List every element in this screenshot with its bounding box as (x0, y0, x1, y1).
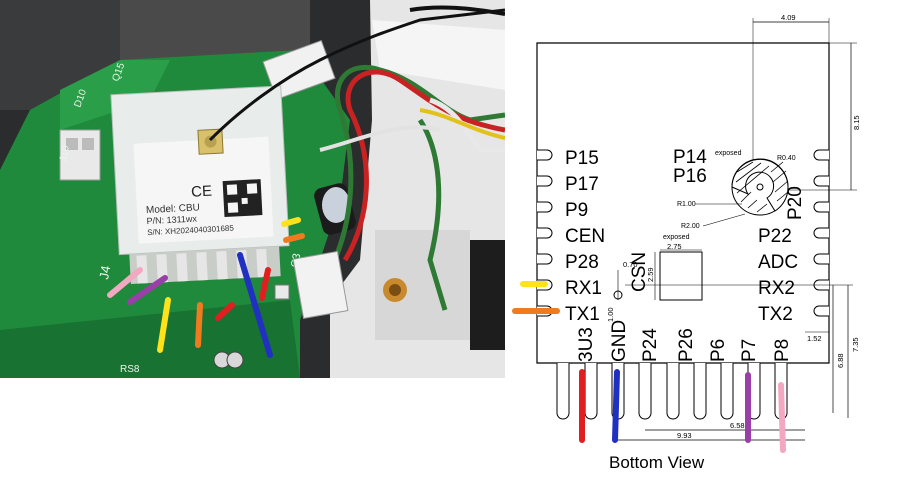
pin-bottom-5: P7 (739, 339, 760, 362)
pin-bottom-6: P8 (772, 339, 793, 362)
silk-j4: J4 (96, 264, 113, 280)
pin-right-2: P20 (785, 186, 806, 220)
dim-0-70: 0.70 (623, 260, 638, 269)
dim-9-93: 9.93 (677, 431, 692, 440)
pinout-drawing: P15 P17 P9 CEN P28 RX1 TX1 P14 P16 P20 P… (512, 13, 861, 472)
pin-bottom-3: P26 (676, 328, 697, 362)
pin-left-2: P9 (565, 200, 588, 221)
dim-r100: R1.00 (677, 201, 696, 208)
dim-6-58: 6.58 (730, 421, 745, 430)
pin-left-0: P15 (565, 148, 599, 169)
dim-8-15: 8.15 (852, 115, 861, 130)
dim-r200: R2.00 (681, 223, 700, 230)
antenna-keepout (731, 158, 789, 216)
pin-right-6: TX2 (758, 304, 793, 325)
board-photo: CE Model: CBU P/N: 1311wx S/N: XH2024040… (0, 0, 505, 378)
dim-4-09: 4.09 (781, 13, 796, 22)
pin-left-5: RX1 (565, 278, 602, 299)
bottom-view-caption: Bottom View (609, 453, 705, 472)
pin-left-1: P17 (565, 174, 599, 195)
mark-yellow (157, 297, 171, 353)
dim-1-00: 1.00 (606, 307, 615, 322)
board-photo-drawing: CE Model: CBU P/N: 1311wx S/N: XH2024040… (0, 0, 505, 378)
silk-bottom: RS8 (120, 364, 140, 375)
dim-6-88: 6.88 (836, 353, 845, 368)
pin-left-3: CEN (565, 226, 605, 247)
pin-left-4: P28 (565, 252, 599, 273)
mark-purple (127, 275, 168, 305)
exposed-pad (659, 251, 703, 301)
mark-pink (107, 267, 143, 298)
pin-right-0: P14 (673, 147, 707, 168)
mark-blue (237, 252, 273, 358)
mark-orange-top (283, 233, 305, 243)
pin-bottom-2: P24 (640, 328, 661, 362)
mark-orange (195, 302, 203, 348)
dim-2-75: 2.75 (667, 242, 682, 251)
pinout-diagram: P15 P17 P9 CEN P28 RX1 TX1 P14 P16 P20 P… (505, 0, 910, 488)
pin-left-6: TX1 (565, 304, 600, 325)
mark-yellow-top (281, 217, 301, 227)
pin-bottom-0: 3U3 (576, 327, 597, 362)
silk-j10: J10 (58, 144, 72, 162)
module-pn: P/N: 1311wx (146, 213, 197, 226)
dim-r040: R0.40 (777, 155, 796, 162)
module-model: Model: CBU (146, 202, 200, 216)
mark-red-right (259, 267, 271, 301)
exposed-pad-label: exposed (663, 234, 690, 241)
pin-right-4: ADC (758, 252, 798, 273)
ce-mark: CE (191, 183, 213, 201)
pin-right-1: P16 (673, 166, 707, 187)
diag-mark-gnd (612, 369, 620, 443)
diag-mark-p8 (778, 382, 786, 453)
pin-right-3: P22 (758, 226, 792, 247)
pin-bottom-1: GND (609, 320, 630, 362)
pin-right-5: RX2 (758, 278, 795, 299)
dim-7-35: 7.35 (851, 337, 860, 352)
pin-bottom-4: P6 (708, 339, 729, 362)
mark-red-small (215, 302, 235, 321)
csn-label: CSN (629, 252, 650, 292)
exposed-top-label: exposed (715, 150, 742, 157)
dim-1-52: 1.52 (807, 334, 822, 343)
dim-2-59: 2.59 (646, 267, 655, 282)
